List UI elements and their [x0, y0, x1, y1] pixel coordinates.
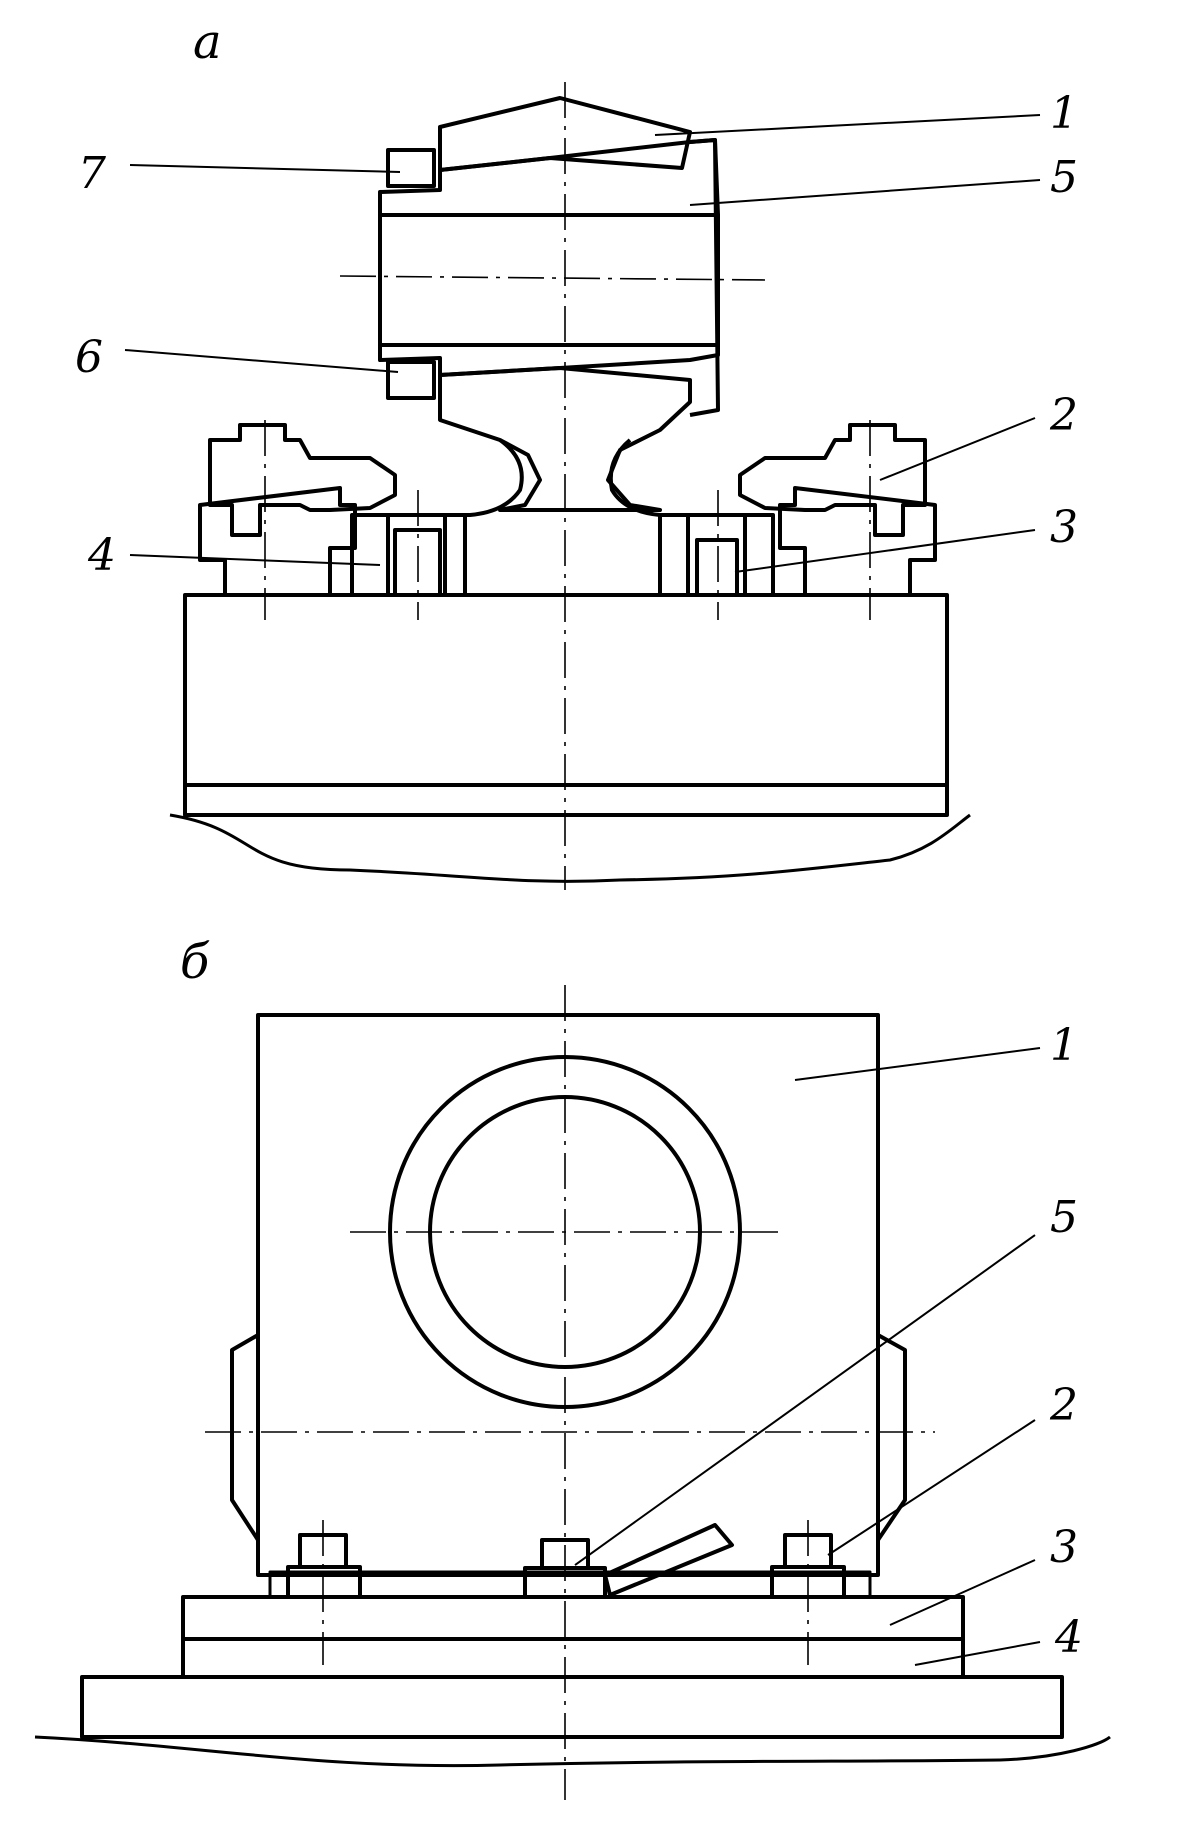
leader-a-3 — [734, 529, 1036, 573]
leader-b-1 — [794, 1047, 1041, 1081]
hub-rim-outline — [689, 138, 720, 417]
label-a-2: 2 — [1049, 390, 1078, 441]
view-b: б 1 5 2 3 — [34, 934, 1111, 1800]
leader-a-2 — [879, 417, 1036, 481]
label-b-3: 3 — [1050, 1522, 1078, 1573]
outer-ring — [388, 1055, 742, 1409]
label-a-1: 1 — [1050, 88, 1078, 139]
part-1-body — [256, 1013, 880, 1577]
part-4-block — [350, 513, 390, 597]
view-a-caption: а — [193, 14, 222, 70]
floor-wave-b — [34, 1735, 1111, 1768]
label-a-3: 3 — [1050, 502, 1078, 553]
right-wing — [876, 1333, 907, 1542]
right-block-hatched — [658, 513, 690, 597]
part-4-pin — [393, 528, 442, 597]
part-3-pin — [695, 538, 739, 597]
label-a-6: 6 — [75, 332, 103, 383]
table-b — [80, 1675, 1064, 1739]
label-a-7: 7 — [78, 148, 106, 199]
leader-a-7 — [129, 164, 401, 173]
bore — [378, 213, 720, 347]
left-bolt-body — [286, 1565, 362, 1599]
leader-b-2 — [827, 1419, 1036, 1556]
left-wing — [230, 1333, 260, 1542]
part-3-plate — [181, 1595, 965, 1641]
left-block-hatched — [443, 513, 467, 597]
part-4-plate — [181, 1637, 965, 1679]
part-6-nut — [386, 360, 436, 400]
leader-a-1 — [654, 114, 1041, 136]
label-b-1: 1 — [1050, 1020, 1078, 1071]
view-b-caption: б — [180, 934, 210, 990]
part-7-nut — [386, 148, 436, 188]
leader-a-4 — [129, 554, 381, 566]
label-b-4: 4 — [1054, 1612, 1083, 1663]
leader-a-6 — [124, 349, 399, 373]
label-a-5: 5 — [1050, 152, 1078, 203]
label-b-2: 2 — [1049, 1380, 1078, 1431]
web-neck-outline-right — [608, 438, 770, 517]
floor-wave-a — [169, 813, 971, 883]
leader-b-5 — [574, 1234, 1036, 1566]
right-clamp-top — [738, 423, 927, 537]
left-clamp-top — [208, 423, 397, 537]
view-a: а — [75, 14, 1078, 890]
part-3-block — [743, 513, 775, 597]
leader-b-4 — [914, 1641, 1041, 1666]
left-clamp — [198, 486, 357, 597]
bore-axis — [339, 275, 766, 281]
label-a-4: 4 — [87, 530, 116, 581]
part-1-lower-section — [438, 366, 692, 512]
leader-b-3 — [889, 1559, 1036, 1626]
right-clamp — [778, 486, 937, 597]
leader-a-5 — [689, 179, 1041, 206]
base-block-a — [183, 593, 949, 817]
label-b-5: 5 — [1050, 1192, 1078, 1243]
web-neck-outline — [360, 438, 524, 517]
lever-handle — [603, 1523, 734, 1597]
